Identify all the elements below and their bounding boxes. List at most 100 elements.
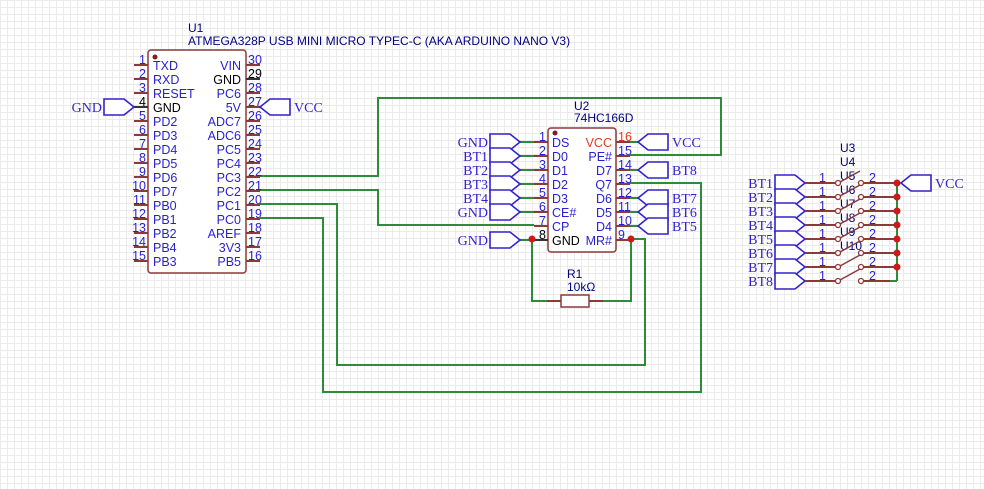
u1-pin-number: 10: [132, 179, 146, 193]
switch-contact-icon: [857, 179, 865, 187]
u2-pin-name: Q7: [595, 178, 612, 192]
switch-array[interactable]: U3U4U5U6U7U8U9U10BT112BT212BT312BT412BT5…: [748, 141, 964, 290]
wire-r1-mr: [603, 239, 632, 302]
u2-pin-number: 1: [539, 130, 546, 144]
switch-pin-number: 1: [819, 269, 826, 283]
u1-pin-name: RXD: [153, 73, 179, 87]
switch-contact-icon: [834, 277, 842, 285]
net-label: BT7: [672, 192, 697, 207]
u2-pin-name: DS: [552, 136, 569, 150]
u1-pin-number: 6: [139, 123, 146, 137]
u2-pin-number: 4: [539, 172, 546, 186]
net-port-bt8[interactable]: BT8: [636, 161, 697, 179]
net-port-gnd[interactable]: GND: [72, 98, 136, 116]
net-label: BT5: [672, 220, 697, 235]
net-port-vcc[interactable]: VCC: [899, 174, 964, 192]
u2-pin-name: D6: [596, 192, 612, 206]
u1-pin-name: PC1: [217, 199, 241, 213]
switch-contact-icon: [857, 235, 865, 243]
u2-pin-name: PE#: [588, 150, 612, 164]
wire-pc0-q7: [260, 182, 702, 393]
net-label: BT2: [748, 191, 773, 206]
net-port-bt8[interactable]: BT8: [748, 272, 807, 290]
net-label: BT7: [748, 261, 773, 276]
switch-contact-icon: [857, 249, 865, 257]
wires: [260, 97, 722, 393]
switch-lever-icon: [839, 254, 861, 267]
switch-contact-icon: [834, 235, 842, 243]
net-label: GND: [458, 234, 488, 249]
net-label: GND: [458, 206, 488, 221]
u1-pin-name: PD6: [153, 171, 177, 185]
net-label: GND: [72, 101, 102, 116]
u1-pin-number: 28: [248, 81, 262, 95]
net-port-bt7[interactable]: BT7: [748, 258, 807, 276]
u2-pin-number: 12: [618, 186, 632, 200]
u2-pin-name: CE#: [552, 206, 576, 220]
u1-pin-name: PB5: [217, 255, 241, 269]
net-port-bt5[interactable]: BT5: [636, 217, 697, 235]
u1-pin-name: PB3: [153, 255, 177, 269]
net-port-vcc[interactable]: VCC: [258, 98, 323, 116]
net-port-bt3[interactable]: BT3: [463, 175, 522, 193]
net-port-bt2[interactable]: BT2: [748, 188, 807, 206]
u1-pin-number: 5: [139, 109, 146, 123]
net-port-bt1[interactable]: BT1: [463, 147, 522, 165]
port-shape-icon: [636, 161, 669, 179]
net-port-bt6[interactable]: BT6: [748, 244, 807, 262]
u1-pin-name: GND: [213, 73, 241, 87]
net-port-gnd[interactable]: GND: [458, 231, 522, 249]
switch-pin-number: 2: [869, 171, 876, 185]
switch-pin-number: 2: [869, 269, 876, 283]
u2-pin-number: 6: [539, 200, 546, 214]
u1-pin-number: 16: [248, 249, 262, 263]
switch-contact-icon: [834, 249, 842, 257]
port-shape-icon: [258, 98, 291, 116]
port-shape-icon: [489, 231, 522, 249]
u1-pin-number: 22: [248, 165, 262, 179]
u2-pin-number: 5: [539, 186, 546, 200]
wire-gnd-r1: [531, 239, 547, 302]
junction-dot: [893, 207, 901, 215]
net-port-vcc[interactable]: VCC: [636, 133, 701, 151]
u1-pin-number: 21: [248, 179, 262, 193]
u1-pin-name: PB4: [153, 241, 177, 255]
u1-pin-number: 3: [139, 81, 146, 95]
u1-pin-number: 15: [132, 249, 146, 263]
switch-contact-icon: [857, 263, 865, 271]
u1-body: [147, 49, 247, 274]
net-port-gnd[interactable]: GND: [458, 133, 522, 151]
switch-lever-icon: [839, 170, 861, 183]
net-label: BT1: [748, 177, 773, 192]
u1-pin-number: 14: [132, 235, 146, 249]
u1-pin-name: PB1: [153, 213, 177, 227]
net-port-gnd[interactable]: GND: [458, 203, 522, 221]
switch-pin-number: 1: [819, 185, 826, 199]
u2-pin-name: D5: [596, 206, 612, 220]
u1-pin-number: 7: [139, 137, 146, 151]
u1-pin-number: 23: [248, 151, 262, 165]
switch-ref: U4: [840, 155, 856, 169]
u1-pin-name: PC2: [217, 185, 241, 199]
port-shape-icon: [103, 98, 136, 116]
net-label: BT3: [748, 205, 773, 220]
junction-dot: [627, 235, 635, 243]
u1-pin-number: 20: [248, 193, 262, 207]
switch-pin-number: 1: [819, 213, 826, 227]
net-label: BT5: [748, 233, 773, 248]
switch-lever-icon: [839, 268, 861, 281]
junction-dot: [893, 193, 901, 201]
u2-pin-name: D3: [552, 192, 568, 206]
net-port-bt5[interactable]: BT5: [748, 230, 807, 248]
